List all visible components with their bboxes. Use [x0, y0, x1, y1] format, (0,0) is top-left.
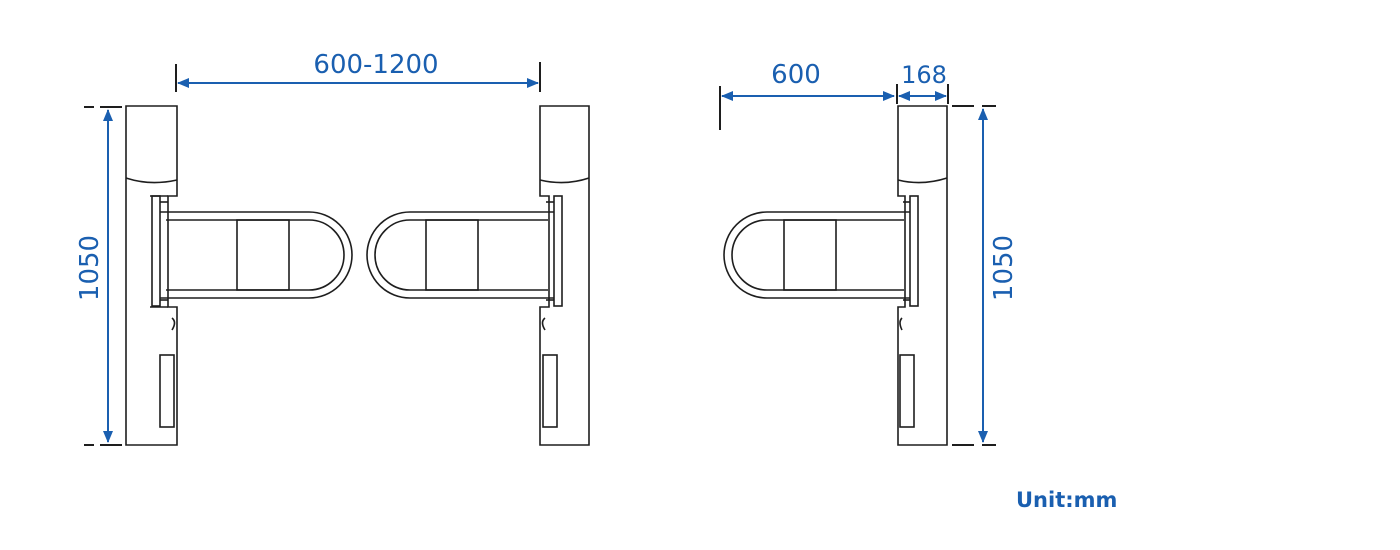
middle-post — [539, 105, 590, 446]
dimension-post-depth: 168 — [896, 61, 949, 104]
post-depth-label: 168 — [901, 61, 947, 89]
side-post — [897, 105, 948, 446]
dimension-right-height: 1050 — [952, 105, 1019, 446]
dimension-left-height: 1050 — [75, 106, 122, 446]
right-height-label: 1050 — [989, 235, 1019, 301]
left-height-label: 1050 — [75, 235, 105, 301]
left-arm — [151, 195, 353, 307]
gate-width-label: 600-1200 — [313, 50, 438, 80]
side-arm — [723, 195, 919, 307]
arm-length-label: 600 — [771, 60, 821, 90]
middle-arm — [366, 195, 563, 307]
dimension-gate-width: 600-1200 — [175, 50, 541, 92]
dimension-arm-length: 600 — [719, 60, 895, 130]
unit-label: Unit:mm — [1016, 488, 1118, 512]
